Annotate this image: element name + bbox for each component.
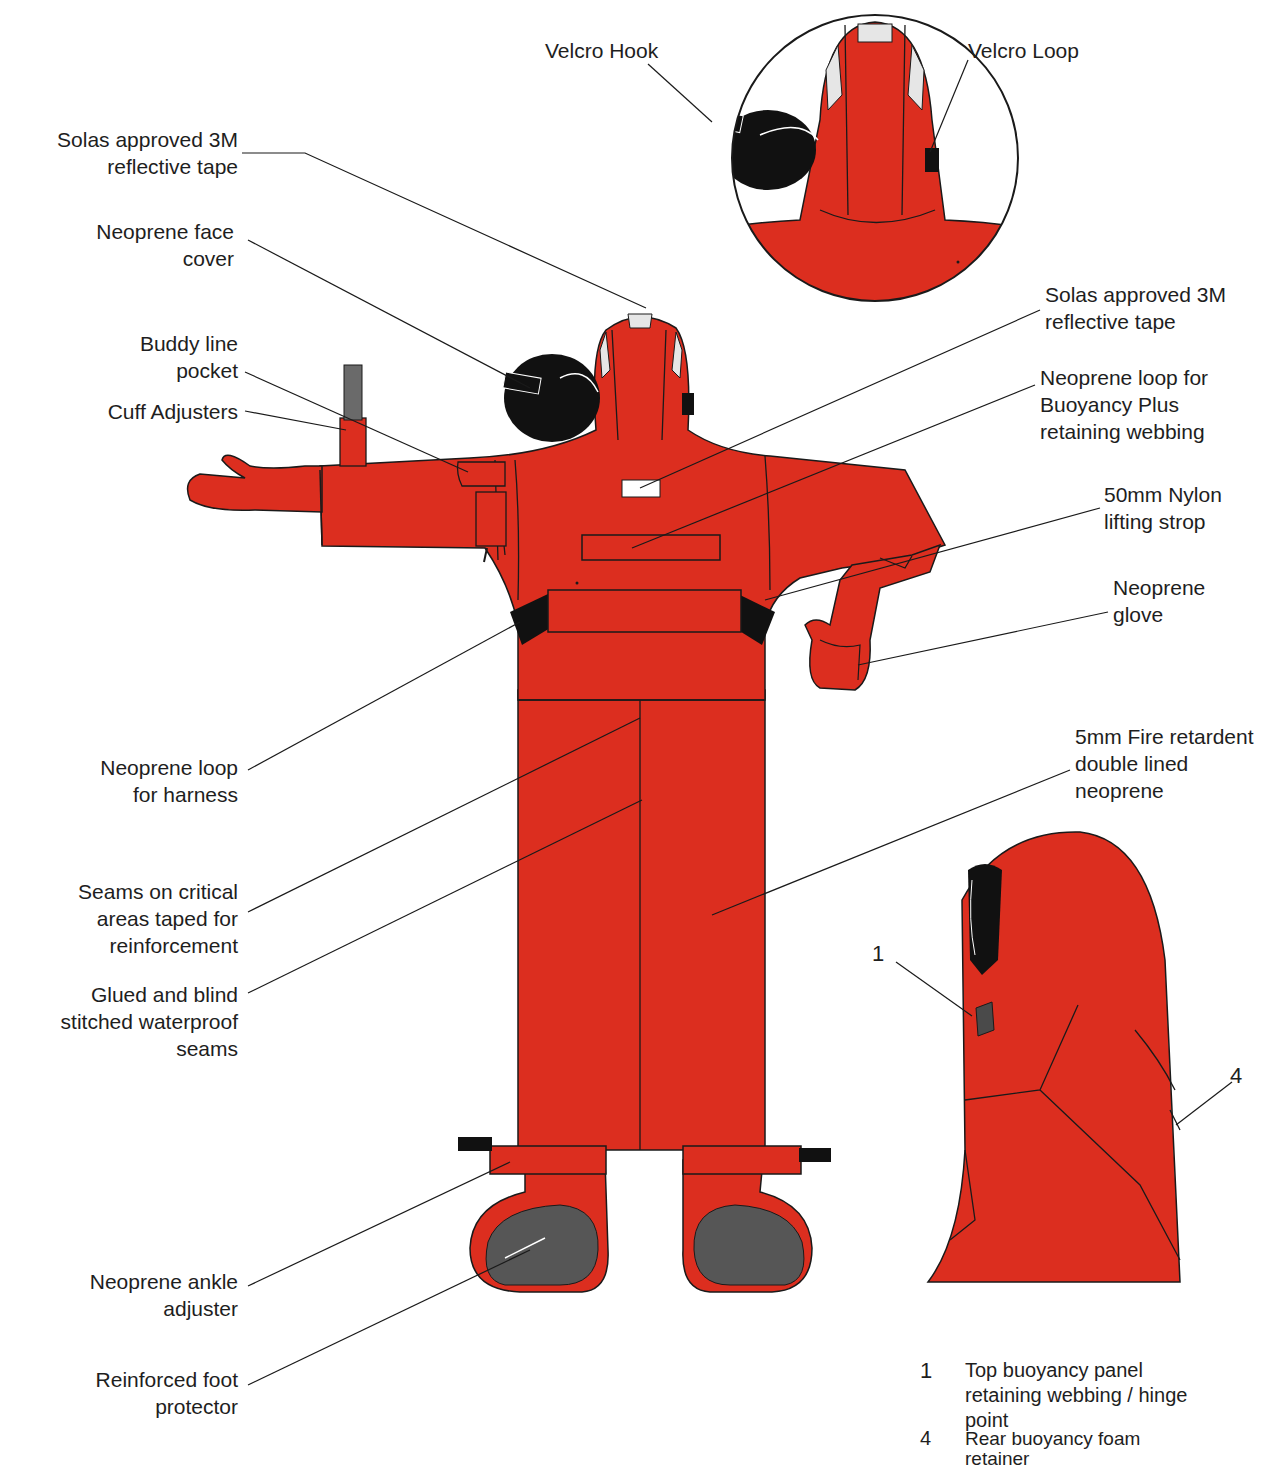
leader-line (242, 153, 646, 308)
leader-line (245, 372, 468, 472)
side-face-opening (968, 864, 1002, 975)
part-label: Buddy line pocket (106, 330, 238, 384)
cuff-strap (344, 365, 362, 420)
part-label: 50mm Nylon lifting strop (1104, 481, 1249, 535)
part-label: Seams on critical areas taped for reinfo… (53, 878, 238, 959)
part-label: Neoprene glove (1113, 574, 1228, 628)
part-label: Reinforced foot protector (68, 1366, 238, 1420)
sleeve-seam (495, 456, 770, 600)
right-boot (683, 1160, 812, 1292)
buddy-line-pocket (458, 462, 506, 486)
part-label: Neoprene loop for harness (83, 754, 238, 808)
leg-seam (639, 700, 640, 1150)
detail-dot (576, 582, 579, 585)
leader-line (930, 60, 968, 152)
reflective-tape (672, 332, 682, 378)
leader-line (896, 962, 972, 1016)
pocket-tab (484, 548, 487, 562)
part-label: Neoprene ankle adjuster (73, 1268, 238, 1322)
velcro-patch (682, 393, 694, 415)
part-label: 5mm Fire retardent double lined neoprene (1075, 723, 1275, 804)
reflective-tape (908, 45, 924, 110)
leader-line (248, 718, 640, 912)
sole-mark (505, 1238, 545, 1258)
left-mitt (188, 455, 322, 512)
reflective-tape (622, 480, 660, 497)
reflective-tape (600, 332, 610, 378)
waist-seam (518, 699, 765, 700)
key-number: 1 (920, 1358, 950, 1383)
key-number: 4 (920, 1428, 950, 1448)
cuff-seam (320, 470, 322, 545)
buoyancy-webbing (976, 1002, 994, 1036)
leader-line (248, 622, 520, 770)
leader-line (248, 240, 530, 388)
suit-torso (320, 317, 945, 700)
detail-dot (957, 261, 960, 264)
face-cover-edge (760, 128, 818, 140)
key-text: Rear buoyancy foam retainer (965, 1429, 1175, 1469)
face-cover-strap (503, 372, 541, 394)
key-text: Top buoyancy panel retaining webbing / h… (965, 1358, 1215, 1433)
part-label: Glued and blind stitched waterproof seam… (43, 981, 238, 1062)
foot-protector (694, 1205, 804, 1285)
buoyancy-loop (582, 535, 720, 560)
velcro-loop (925, 148, 939, 172)
reflective-tape (628, 314, 652, 328)
face-cover-edge (560, 374, 598, 392)
leader-line (712, 770, 1070, 915)
hood-zoom (640, 22, 1110, 320)
leader-lines (242, 60, 1232, 1385)
side-face-edge (971, 880, 975, 955)
left-boot (470, 1160, 608, 1292)
part-label: Solas approved 3M reflective tape (33, 126, 238, 180)
part-label: Velcro Hook (545, 37, 695, 64)
leader-line (248, 800, 642, 993)
callout-number: 4 (1230, 1062, 1260, 1089)
cuff-adjuster (340, 418, 366, 466)
part-label: Cuff Adjusters (38, 398, 238, 425)
side-view-suit (928, 832, 1180, 1282)
reflective-tape (858, 24, 892, 42)
part-label: Solas approved 3M reflective tape (1045, 281, 1250, 335)
leader-line (765, 508, 1100, 600)
harness-loop (548, 590, 741, 632)
face-cover (504, 354, 600, 442)
foot-protector (486, 1205, 598, 1285)
part-label: Velcro Loop (968, 37, 1118, 64)
suit-legs (518, 690, 765, 1150)
inset-detail (640, 22, 1110, 320)
leader-line (245, 411, 346, 430)
hood-seam (845, 25, 905, 215)
shoulder-seam (729, 230, 730, 320)
callout-number: 1 (872, 940, 902, 967)
side-panel-seam (950, 1150, 975, 1240)
neck-seam (820, 210, 935, 223)
ankle-strap (458, 1137, 492, 1151)
leader-line (1176, 1082, 1232, 1125)
leader-line (248, 1162, 510, 1286)
right-glove (805, 545, 940, 690)
part-label: Neoprene face cover (79, 218, 234, 272)
ankle-adjuster (490, 1146, 606, 1174)
ankle-strap (799, 1148, 831, 1162)
hood-seam (612, 330, 666, 440)
leader-line (632, 385, 1035, 548)
side-panel-seam (965, 1005, 1180, 1260)
glove-seam (820, 640, 860, 680)
ankle-adjuster (683, 1146, 801, 1174)
leader-line (858, 612, 1108, 665)
part-label: Neoprene loop for Buoyancy Plus retainin… (1040, 364, 1225, 445)
leader-line (248, 1250, 530, 1385)
glove-cuff (880, 556, 912, 568)
reflective-tape (826, 45, 842, 110)
leader-line (648, 64, 712, 122)
pocket-flap (476, 492, 506, 546)
leader-line (640, 310, 1040, 488)
